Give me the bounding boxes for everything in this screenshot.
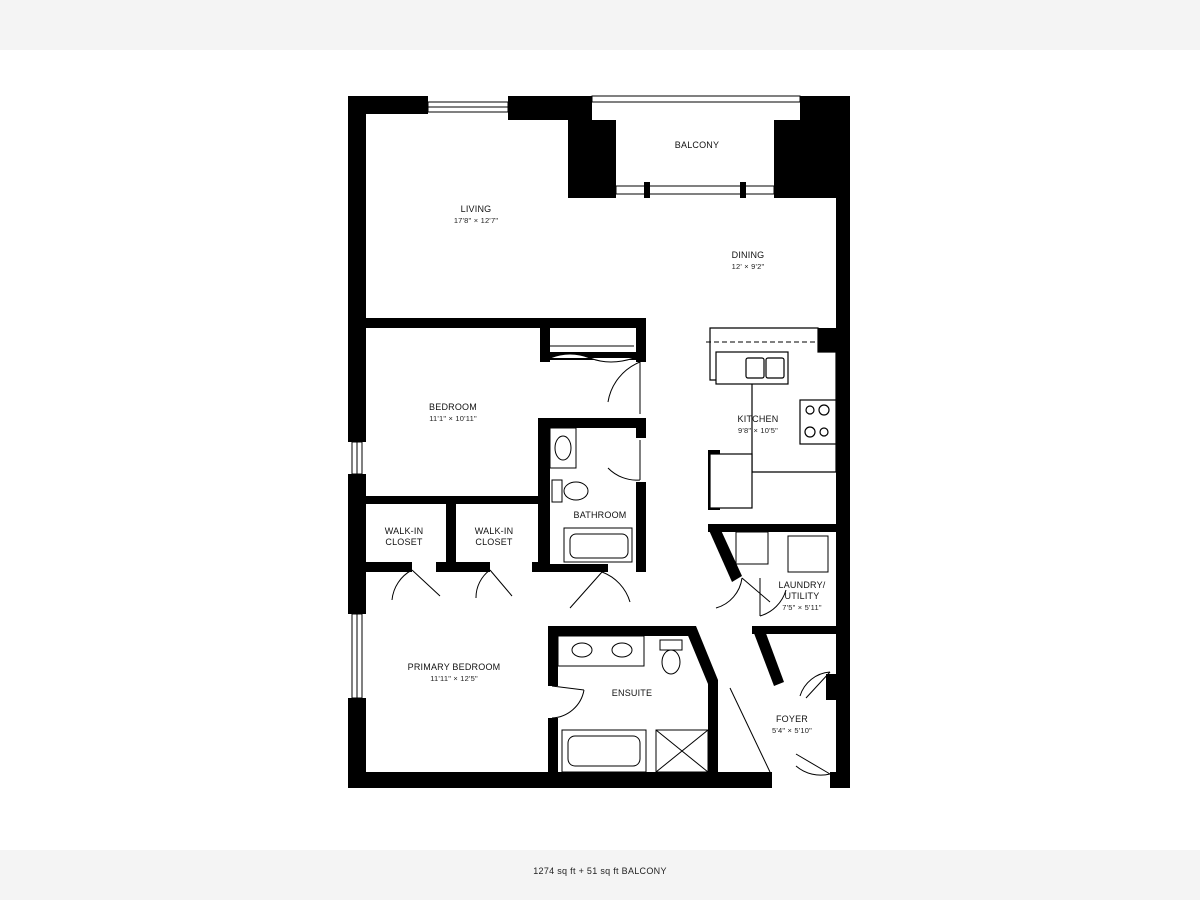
door-laundry-2 bbox=[759, 578, 787, 617]
wall-foyer-closet-east bbox=[826, 674, 836, 700]
fixtures bbox=[548, 345, 829, 773]
room-label-dining: DINING 12' × 9'2" bbox=[731, 250, 765, 271]
floor-plan-sheet: BALCONY LIVING 17'8" × 12'7" DINING 12' … bbox=[0, 50, 1200, 876]
balcony-door bbox=[615, 185, 775, 195]
windows bbox=[351, 95, 801, 699]
sink-right bbox=[765, 357, 785, 379]
wall-north-right bbox=[800, 96, 850, 120]
wall-walkin1-south bbox=[366, 562, 412, 572]
wall-ensuite-west-lower bbox=[548, 718, 558, 778]
wall-east-upper bbox=[836, 198, 850, 348]
wall-bedroom-south bbox=[366, 496, 546, 504]
dryer bbox=[787, 535, 829, 573]
wall-closet-bottom bbox=[540, 352, 640, 360]
room-label-walkin-1: WALK-IN CLOSET bbox=[384, 526, 424, 547]
ensuite-sink-right bbox=[611, 642, 633, 658]
room-label-walkin-2: WALK-IN CLOSET bbox=[474, 526, 514, 547]
door-swings bbox=[391, 361, 831, 776]
room-label-foyer: FOYER 5'4" × 5'10" bbox=[772, 714, 812, 735]
wall-bedroom-north bbox=[366, 318, 646, 328]
wall-south-mid bbox=[738, 772, 772, 788]
wall-east-lower bbox=[836, 352, 850, 788]
cooktop bbox=[799, 399, 837, 445]
door-primary bbox=[569, 571, 631, 609]
room-label-primary-bedroom: PRIMARY BEDROOM 11'11" × 12'5" bbox=[407, 662, 501, 683]
room-label-bathroom: BATHROOM bbox=[573, 510, 627, 520]
ensuite-toilet bbox=[661, 649, 681, 675]
bathroom-sink bbox=[554, 435, 572, 461]
wall-west-middle bbox=[348, 474, 366, 614]
wall-laundry-diagonal bbox=[708, 528, 742, 582]
wall-west-lower bbox=[348, 698, 366, 788]
door-ensuite bbox=[551, 685, 585, 719]
bathroom-toilet bbox=[563, 481, 589, 501]
wall-laundry-north bbox=[708, 524, 850, 532]
door-bathroom bbox=[607, 440, 641, 481]
foyer-diagonal-line bbox=[729, 687, 771, 773]
wall-walkin-divider bbox=[446, 502, 456, 570]
wall-ensuite-west-upper bbox=[548, 626, 558, 686]
column-left bbox=[568, 120, 616, 198]
wall-closet-right bbox=[636, 320, 646, 362]
balcony-door-posts bbox=[644, 182, 746, 198]
wall-walkin-mid-south bbox=[436, 562, 490, 572]
column-right bbox=[774, 120, 850, 198]
room-label-laundry: LAUNDRY/ UTILITY 7'5" × 5'11" bbox=[778, 580, 826, 612]
wall-bath-north bbox=[538, 418, 646, 428]
room-label-kitchen: KITCHEN 9'8" × 10'5" bbox=[737, 414, 779, 435]
wall-south-left bbox=[348, 772, 738, 788]
wall-ensuite-east bbox=[684, 626, 718, 776]
door-entry bbox=[795, 753, 831, 776]
room-label-living: LIVING 17'8" × 12'7" bbox=[453, 204, 499, 225]
balcony-rail bbox=[591, 95, 801, 103]
wall-west-upper bbox=[348, 96, 366, 442]
wall-south-right bbox=[830, 772, 850, 788]
wall-foyer-closet-north bbox=[752, 626, 836, 634]
room-label-balcony: BALCONY bbox=[674, 140, 720, 150]
wall-foyer-diagonal bbox=[752, 628, 784, 686]
kitchen-counters bbox=[709, 327, 837, 509]
wall-north-left bbox=[348, 96, 428, 114]
washer bbox=[735, 531, 769, 565]
door-foyer-closet bbox=[799, 671, 831, 699]
door-laundry bbox=[715, 577, 771, 609]
door-walkin1 bbox=[391, 569, 441, 601]
wall-north-mid bbox=[508, 96, 592, 120]
wall-closet-bedroom bbox=[540, 324, 550, 362]
ensuite-sink-left bbox=[571, 642, 593, 658]
area-caption: 1274 sq ft + 51 sq ft BALCONY bbox=[533, 866, 667, 876]
wall-bath-east-top bbox=[636, 418, 646, 438]
door-bedroom bbox=[607, 361, 641, 414]
wall-bath-east bbox=[636, 482, 646, 572]
sink-left bbox=[745, 357, 765, 379]
floor-plan-drawing bbox=[348, 95, 850, 788]
closet-doors bbox=[549, 353, 635, 363]
wall-ensuite-north bbox=[548, 626, 694, 636]
room-label-bedroom: BEDROOM 11'1" × 10'11" bbox=[429, 402, 477, 423]
room-label-ensuite: ENSUITE bbox=[611, 688, 653, 698]
door-walkin2 bbox=[475, 569, 513, 599]
wall-east-notch bbox=[818, 328, 850, 352]
wall-bath-south bbox=[538, 564, 608, 572]
fridge bbox=[709, 453, 753, 509]
wall-bath-west bbox=[538, 420, 550, 568]
